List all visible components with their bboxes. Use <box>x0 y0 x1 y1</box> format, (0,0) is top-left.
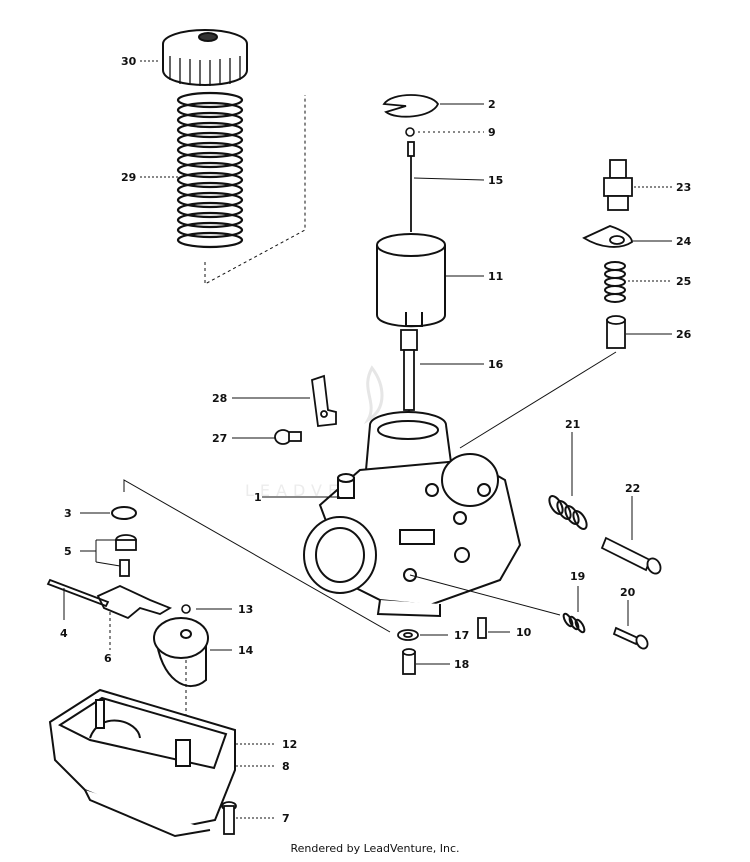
label-12: 12 <box>282 738 297 751</box>
part-21-spring <box>548 494 588 531</box>
label-19: 19 <box>570 570 585 583</box>
label-22: 22 <box>625 482 640 495</box>
part-23-fitting <box>603 159 633 211</box>
assembly-line-26 <box>459 351 617 449</box>
label-5: 5 <box>64 545 72 558</box>
label-8: 8 <box>282 760 290 773</box>
label-27: 27 <box>212 432 227 445</box>
footer-credit: Rendered by LeadVenture, Inc. <box>290 842 460 855</box>
part-labels: 30 29 2 9 15 11 16 28 27 23 24 25 26 21 … <box>60 55 692 825</box>
label-25: 25 <box>676 275 691 288</box>
label-28: 28 <box>212 392 227 405</box>
part-24-gasket <box>582 225 633 248</box>
label-24: 24 <box>676 235 692 248</box>
label-16: 16 <box>488 358 504 371</box>
part-7-drain-screw <box>221 801 237 835</box>
label-18: 18 <box>454 658 469 671</box>
part-10-jet <box>477 617 487 639</box>
part-17-washer <box>397 629 419 641</box>
part-27-screw <box>274 429 302 445</box>
part-5-needle-valve <box>115 534 137 577</box>
part-1-carburetor-body <box>303 411 522 618</box>
label-30: 30 <box>121 55 137 68</box>
label-1: 1 <box>254 491 262 504</box>
part-14-float <box>153 617 209 688</box>
label-3: 3 <box>64 507 72 520</box>
part-25-spring <box>604 261 626 303</box>
part-2-plate <box>382 94 440 118</box>
label-17: 17 <box>454 629 469 642</box>
part-4-pin <box>46 578 110 608</box>
part-20-screw <box>612 626 649 650</box>
label-21: 21 <box>565 418 580 431</box>
part-8-float-bowl <box>48 688 236 838</box>
part-28-lever <box>311 374 337 427</box>
label-2: 2 <box>488 98 496 111</box>
label-20: 20 <box>620 586 636 599</box>
label-4: 4 <box>60 627 68 640</box>
part-18-main-jet <box>402 648 416 675</box>
label-10: 10 <box>516 626 532 639</box>
part-26-plunger <box>606 315 626 349</box>
part-11-throttle-slide <box>376 233 446 328</box>
label-6: 6 <box>104 652 112 665</box>
part-15-needle <box>407 141 415 232</box>
label-13: 13 <box>238 603 253 616</box>
part-22-screw <box>600 536 662 575</box>
assembly-line-29 <box>204 95 306 285</box>
part-13-pin <box>181 604 191 614</box>
label-11: 11 <box>488 270 503 283</box>
part-9-clip <box>405 127 415 137</box>
label-7: 7 <box>282 812 290 825</box>
label-9: 9 <box>488 126 496 139</box>
label-26: 26 <box>676 328 692 341</box>
part-19-spring <box>562 612 586 634</box>
leader-lines <box>63 60 672 819</box>
label-14: 14 <box>238 644 254 657</box>
part-30-cap <box>162 29 248 86</box>
part-6-float-arm <box>96 585 173 620</box>
assembly-line-20 <box>409 574 561 616</box>
label-23: 23 <box>676 181 691 194</box>
part-29-spring <box>176 91 244 249</box>
label-15: 15 <box>488 174 503 187</box>
watermark-flame-icon <box>363 365 384 425</box>
part-3-o-ring <box>111 506 137 520</box>
assembly-line-5 <box>123 479 391 633</box>
label-29: 29 <box>121 171 136 184</box>
